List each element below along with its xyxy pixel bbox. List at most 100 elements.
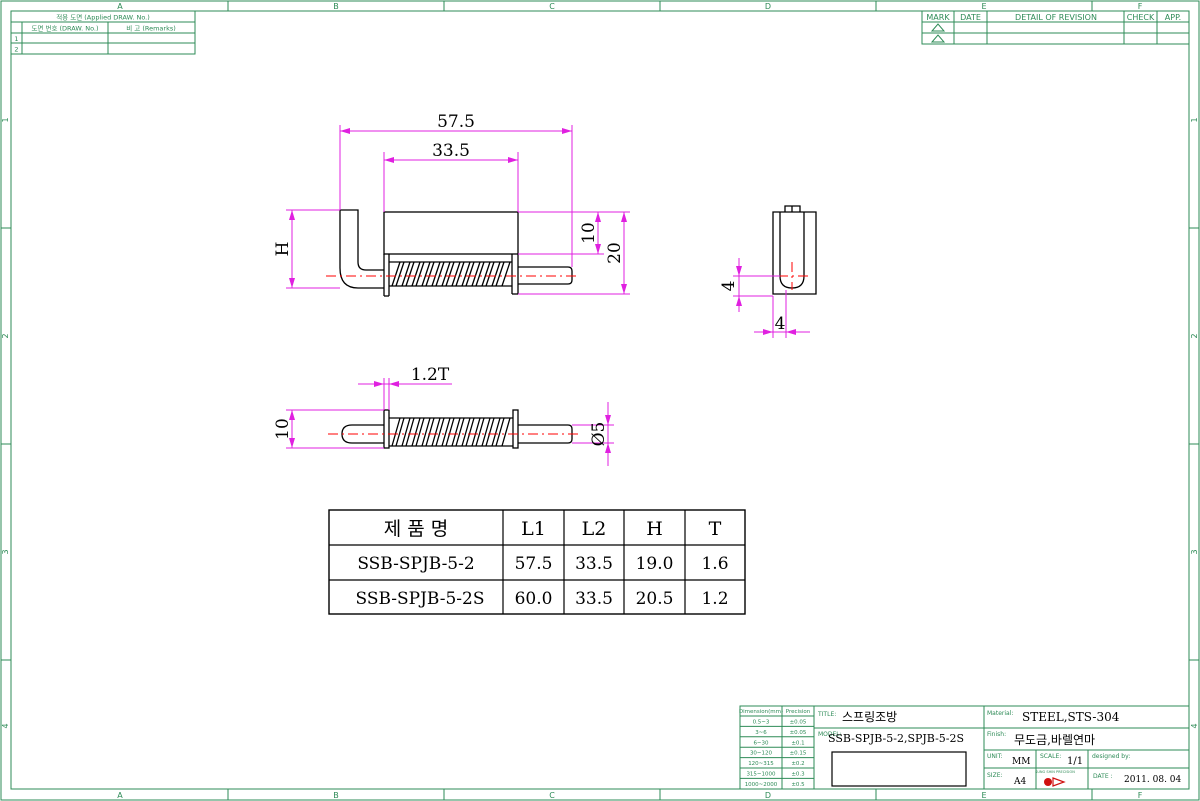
tolerance-cell: 315~1000 — [746, 772, 776, 778]
tolerance-cell: 1000~2000 — [745, 782, 778, 788]
dim-h-label: H — [273, 242, 293, 257]
spec-cell: SSB-SPJB-5-2 — [357, 554, 474, 574]
spec-cell: 33.5 — [575, 554, 613, 574]
tolerance-cell: 0.5~3 — [753, 720, 770, 726]
col-label-bottom: E — [981, 791, 986, 800]
revision-check-header: CHECK — [1127, 13, 1155, 22]
row-label-left: 1 — [1, 117, 10, 122]
dim-20-label: 20 — [605, 242, 625, 264]
col-label-top: B — [333, 2, 339, 11]
spec-cell: SSB-SPJB-5-2S — [355, 589, 484, 609]
spec-cell: 1.6 — [701, 554, 728, 574]
tolerance-cell: ±0.15 — [790, 751, 807, 757]
material-label: Material: — [987, 710, 1013, 717]
bottom-view-dimensions: 1.2T 10 Ø5 — [273, 365, 614, 466]
tolerance-cell: 30~120 — [750, 751, 773, 757]
date-label: DATE : — [1093, 773, 1113, 780]
designed-by-label: designed by: — [1092, 753, 1130, 760]
dim-side-4-vertical: 4 — [719, 281, 739, 292]
revision-triangle-icon — [930, 34, 946, 43]
col-label-bottom: F — [1138, 791, 1143, 800]
spec-cell: 20.5 — [636, 589, 674, 609]
row-label-left: 4 — [1, 723, 10, 728]
column-labels: A B C D E F A B C D E F — [117, 2, 1142, 800]
spec-cell: 57.5 — [515, 554, 553, 574]
revision-table: MARK DATE DETAIL OF REVISION CHECK APP. — [921, 10, 1190, 45]
dim-side-4-horizontal: 4 — [775, 314, 786, 334]
company-logo: SUNG SHIN PRECISION — [1035, 770, 1075, 787]
unit-label: UNIT: — [987, 753, 1003, 760]
spec-header-h: H — [646, 518, 663, 540]
logo-arrow-icon — [1052, 777, 1066, 787]
spec-header-l2: L2 — [582, 518, 607, 540]
col-label-bottom: B — [333, 791, 339, 800]
col-label-top: A — [117, 2, 123, 11]
drawing-number-header: 도면 번호 (DRAW. No.) — [31, 24, 98, 33]
finish-label: Finish: — [987, 731, 1006, 738]
col-label-bottom: D — [765, 791, 771, 800]
spec-header-l1: L1 — [521, 518, 546, 540]
latch-side-view — [772, 205, 817, 295]
col-label-bottom: A — [117, 791, 123, 800]
model-label: MODEL: — [818, 731, 842, 738]
tolerance-cell: 120~315 — [748, 761, 774, 767]
tolerance-cell: ±0.1 — [791, 740, 804, 746]
tolerance-cell: ±0.2 — [791, 761, 804, 767]
material-value: STEEL,STS-304 — [1022, 710, 1120, 724]
title-block: TITLE: 스프링조방 MODEL: SSB-SPJB-5-2,SPJB-5-… — [813, 705, 1190, 790]
spec-cell: 60.0 — [515, 589, 553, 609]
col-label-top: F — [1138, 2, 1143, 11]
dim-diameter-label: Ø5 — [589, 422, 609, 447]
latch-bottom-view — [328, 409, 580, 449]
unit-value: MM — [1012, 757, 1030, 767]
revision-app-header: APP. — [1165, 13, 1181, 22]
spec-cell: 33.5 — [575, 589, 613, 609]
applied-row-number: 2 — [14, 46, 18, 54]
spec-header-t: T — [709, 518, 722, 540]
title-value: 스프링조방 — [842, 710, 897, 724]
row-label-left: 2 — [1, 333, 10, 338]
dim-10-label: 10 — [579, 222, 599, 244]
scale-label: SCALE: — [1040, 753, 1061, 760]
spec-cell: 1.2 — [701, 589, 728, 609]
revision-detail-header: DETAIL OF REVISION — [1015, 13, 1097, 22]
revision-mark-header: MARK — [926, 13, 950, 22]
tolerance-cell: 3~6 — [755, 730, 767, 736]
drawing-number-box — [831, 751, 967, 787]
spec-cell: 19.0 — [636, 554, 674, 574]
row-label-right: 3 — [1190, 549, 1199, 554]
col-label-top: E — [981, 2, 986, 11]
date-value: 2011. 08. 04 — [1124, 775, 1182, 785]
tolerance-cell: ±0.05 — [790, 720, 807, 726]
row-label-right: 4 — [1190, 723, 1199, 728]
remarks-header: 비 고 (Remarks) — [126, 24, 176, 33]
row-label-right: 2 — [1190, 333, 1199, 338]
revision-date-header: DATE — [960, 13, 981, 22]
row-label-right: 1 — [1190, 117, 1199, 122]
col-label-top: D — [765, 2, 771, 11]
size-label: SIZE: — [987, 772, 1003, 779]
dim-thickness-label: 1.2T — [411, 365, 450, 385]
spec-header-name: 제 품 명 — [384, 518, 449, 540]
col-label-bottom: C — [549, 791, 555, 800]
applied-table-header: 적용 도면 (Applied DRAW. No.) — [56, 13, 150, 22]
tolerance-cell: 6~30 — [753, 740, 769, 746]
spec-table: 제 품 명 L1 L2 H T SSB-SPJB-5-2 57.5 33.5 1… — [328, 509, 746, 615]
tolerance-table: Dimension(mm) Precision 0.5~3 ±0.05 3~6 … — [739, 705, 815, 790]
size-value: A4 — [1013, 777, 1026, 787]
tolerance-cell: ±0.5 — [791, 782, 805, 788]
dim-l1-label: 57.5 — [437, 112, 475, 132]
row-label-left: 3 — [1, 549, 10, 554]
tolerance-header: Precision — [786, 709, 811, 715]
dim-l2-label: 33.5 — [432, 141, 470, 161]
row-labels: 1 2 3 4 1 2 3 4 — [1, 117, 1199, 728]
tolerance-cell: ±0.3 — [791, 772, 805, 778]
revision-triangle-icon — [930, 23, 946, 32]
front-view-dimensions: 57.5 33.5 H 10 20 — [273, 112, 630, 295]
tolerance-header: Dimension(mm) — [739, 709, 783, 715]
finish-value: 무도금,바렐연마 — [1014, 733, 1095, 747]
company-logo-text: SUNG SHIN PRECISION — [1035, 770, 1075, 774]
tolerance-cell: ±0.05 — [790, 730, 807, 736]
